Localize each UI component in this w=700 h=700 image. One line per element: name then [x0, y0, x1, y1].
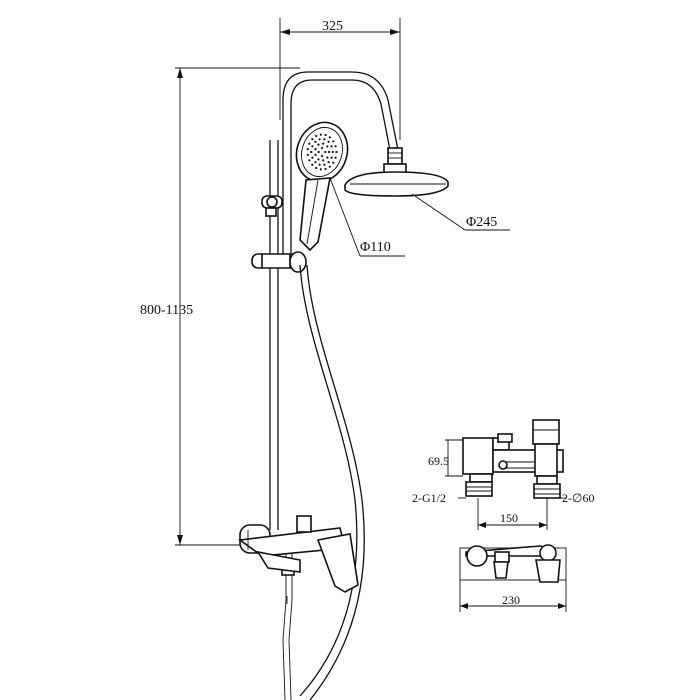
hand-shower: Φ110 [295, 121, 405, 257]
nozzle-dot [320, 146, 324, 150]
spray-nozzles [306, 133, 338, 171]
height-dimension: 800-1135 [140, 67, 300, 546]
head-shower: Φ245 [344, 171, 510, 231]
nozzle-dot [328, 165, 331, 168]
nozzle-dot [314, 148, 317, 151]
hand-shower-diameter-label: Φ110 [360, 240, 391, 255]
nozzle-dot [319, 133, 322, 136]
nozzle-dot [323, 163, 326, 166]
valve-height-label: 69.5 [428, 454, 449, 468]
shower-hose [281, 264, 365, 700]
escutcheon-diameter-label: 2-∅60 [562, 491, 594, 505]
nozzle-dot [311, 156, 314, 159]
nozzle-dot [308, 159, 311, 162]
nozzle-dot [317, 150, 320, 154]
nozzle-dot [327, 150, 331, 154]
nozzle-dot [314, 161, 317, 164]
height-range-label: 800-1135 [140, 303, 193, 318]
nozzle-dot [308, 142, 311, 145]
arm-width-label: 325 [322, 19, 343, 34]
nozzle-dot [327, 140, 330, 143]
slide-holder [251, 251, 307, 273]
head-shower-diameter-label: Φ245 [466, 215, 497, 230]
nozzle-dot [326, 156, 329, 159]
nozzle-dot [314, 140, 317, 143]
nozzle-dot [311, 145, 314, 148]
valve-length-label: 230 [502, 593, 520, 607]
head-shower-connector [383, 147, 407, 175]
inlet-centers-label: 150 [500, 511, 518, 525]
nozzle-dot [326, 145, 329, 148]
nozzle-dot [306, 148, 309, 151]
nozzle-dot [327, 161, 330, 164]
nozzle-dot [322, 142, 325, 145]
nozzle-dot [328, 136, 331, 139]
nozzle-dot [330, 145, 333, 148]
nozzle-dot [331, 150, 334, 154]
nozzle-dot [314, 153, 317, 156]
arm-width-dimension: 325 [279, 18, 401, 140]
nozzle-dot [330, 156, 333, 159]
nozzle-dot [315, 134, 318, 138]
nozzle-dot [311, 163, 314, 166]
nozzle-dot [324, 167, 327, 171]
nozzle-dot [310, 150, 313, 154]
nozzle-dot [324, 150, 327, 154]
nozzle-dot [315, 166, 318, 170]
nozzle-dot [311, 138, 314, 141]
nozzle-dot [334, 156, 337, 159]
nozzle-dot [334, 145, 337, 148]
nozzle-dot [335, 150, 338, 154]
mixer-valve [237, 515, 359, 593]
nozzle-dot [319, 168, 322, 171]
nozzle-dot [306, 153, 309, 156]
mixer-side-view: 69.5 2-G1/2 2-∅60 150 [412, 419, 594, 530]
inlet-thread-label: 2-G1/2 [412, 491, 446, 505]
nozzle-dot [322, 159, 325, 162]
mixer-plan-view: 230 [459, 544, 567, 612]
nozzle-dot [320, 154, 324, 158]
nozzle-dot [332, 140, 335, 143]
wall-bracket-upper [261, 195, 283, 217]
nozzle-dot [323, 138, 326, 141]
nozzle-dot [318, 138, 321, 141]
nozzle-dot [318, 163, 321, 166]
nozzle-dot [324, 133, 327, 137]
nozzle-dot [317, 158, 320, 161]
nozzle-dot [317, 143, 320, 146]
nozzle-dot [332, 161, 335, 164]
